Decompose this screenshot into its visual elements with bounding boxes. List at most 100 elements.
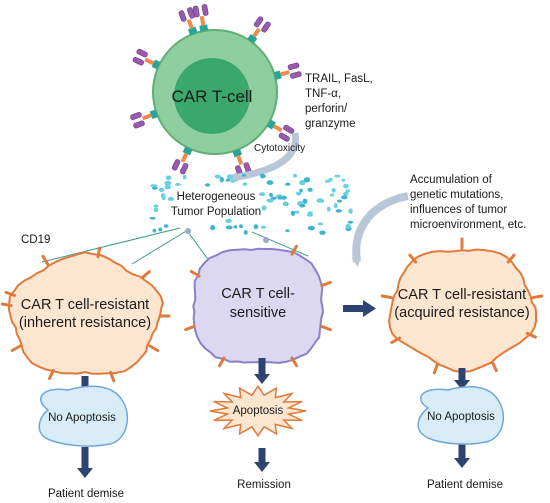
tumor-cell-dot [317,222,323,226]
tumor-cell-dot [182,175,187,180]
outcome-no-apoptosis-right: No Apoptosis [417,386,505,445]
tumor-cell-dot [329,193,335,197]
tumor-cell-dot [285,229,290,233]
mediators-list: TRAIL, FasL, TNF-α, perforin/ granzyme [305,73,373,130]
tumor-cell-dot [253,224,259,230]
down-arrow-1 [77,447,93,478]
tumor-population-label-line-2: Tumor Population [171,206,261,218]
car-receptor-scfv-b [261,21,271,33]
tumor-population-dots [149,173,354,235]
inherent-cell-label-line-1: CAR T cell-resistant [21,297,149,313]
cd19-antigen-1 [41,254,49,266]
tumor-cell-dot [149,216,156,220]
tumor-cell-dot [307,225,315,231]
cd19-antigen-2 [320,280,332,287]
car-receptor-scfv-b [130,112,142,120]
connector-left-2 [131,229,189,265]
tumor-cell-dot [163,224,169,228]
outcome-apoptosis: Apoptosis [209,384,307,438]
cd19-antigen-5 [218,356,226,368]
car-receptor-scfv-b [278,132,290,142]
down-arrow-head [77,468,93,478]
tumor-cell-dot [151,186,158,190]
accumulation-line-1: Accumulation of [410,174,493,186]
inherent-cell-label-line-2: (inherent resistance) [19,315,151,331]
no-apoptosis-right-blob [417,386,505,445]
cd19-antigen-0 [189,270,201,278]
tumor-cell-dot [225,225,233,230]
tumor-cell-dot [347,220,354,224]
tumor-cell-dot [266,180,274,185]
tumor-cell-dot [345,189,351,193]
cd19-antigen-3 [140,270,151,279]
accumulation-line-3: influences of tumor [410,204,507,216]
car-receptor-hinge [252,27,261,38]
mediator-line-4: granzyme [305,118,356,130]
car-receptor-base [187,26,198,36]
tumor-cell-dot [153,207,159,212]
tumor-cell-dot [299,180,306,186]
no-apoptosis-right-label: No Apoptosis [427,411,495,423]
car-receptor-hinge [141,113,152,121]
car-receptor-scfv-a [179,162,189,175]
car-receptor-6 [130,109,159,129]
result-middle: Remission [237,479,291,491]
acquired-resistant-cell-body [388,248,537,373]
tumor-cell-dot [299,188,303,193]
cd19-antigen-8 [10,344,22,352]
tumor-cell-dot [226,174,234,180]
connector-middle-1 [187,231,211,263]
down-arrow-4 [454,368,470,390]
car-receptor-scfv-a [287,62,300,70]
tumor-cell-dot [164,180,172,186]
car-receptor-1 [247,16,271,44]
cd19-antigen-9 [380,294,393,300]
cd19-marker-dot [185,228,191,234]
result-right: Patient demise [427,479,503,491]
tumor-cell-dot [336,199,343,203]
down-arrow-3 [254,448,270,472]
inherent-resistant-cell-body [7,251,164,375]
down-arrow-head [454,380,470,390]
accumulation-note: Accumulation of genetic mutations, influ… [410,174,526,231]
down-arrow-shaft [81,447,89,469]
cd19-antigen-8 [390,336,402,344]
car-receptor-2 [273,62,302,80]
tumor-cell-dot [303,177,311,183]
cd19-antigens-middle [184,244,332,368]
tumor-cell-dot [260,225,266,229]
car-receptor-8 [178,7,198,36]
tumor-cell-dot [307,187,313,192]
tumor-cell-dot [242,173,246,177]
cd19-antigen-6 [490,360,498,373]
tumor-cell-dot [326,206,331,212]
car-receptor-scfv-a [253,16,264,28]
cd19-antigen-4 [290,356,298,368]
tumor-cell-dot [302,198,308,204]
car-receptor-base [182,146,193,156]
result-left: Patient demise [48,488,124,500]
tumor-cell-dot [150,184,158,188]
tumor-cell-dot [205,183,211,187]
cd19-antigen-7 [432,362,439,375]
tumor-cell-dot [219,177,224,183]
cd19-antigen-3 [506,253,516,264]
mediator-line-1: TRAIL, FasL, [305,73,373,85]
cd19-label: CD19 [21,234,50,246]
tumor-cell-dot [152,228,157,233]
tumor-cell-dot [167,196,175,201]
car-receptor-scfv-b [171,159,181,171]
down-arrow-head [254,462,270,472]
tumor-cell-dot [239,224,243,229]
tumor-cell-dot [295,191,302,196]
car-receptor-base [247,34,258,44]
car-receptor-hinge [180,152,189,163]
transition-arrow-shaft [343,305,365,312]
down-arrow-2 [254,358,270,384]
tumor-cell-dot [333,202,338,209]
car-receptor-hinge [236,155,244,166]
cd19-antigen-5 [148,344,160,352]
cd19-antigens-right [380,237,544,375]
